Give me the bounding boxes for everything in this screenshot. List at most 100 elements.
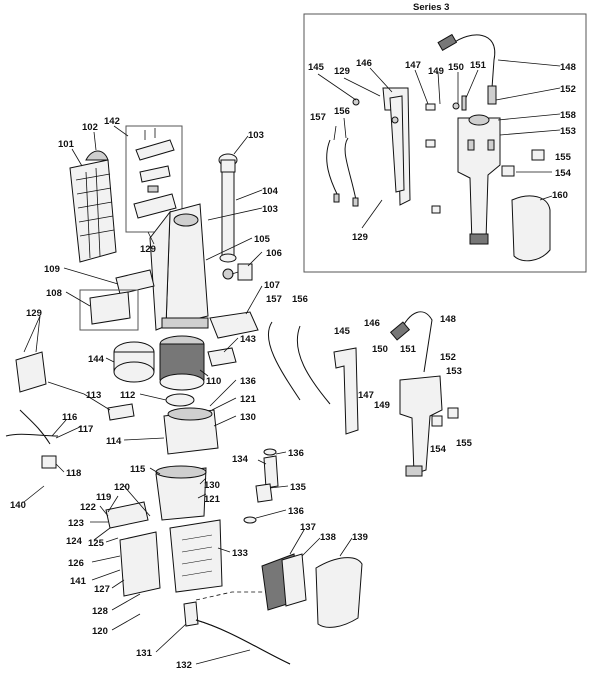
callout-102: 102 <box>82 122 98 133</box>
callout-136-mid: 136 <box>288 448 304 459</box>
part-108-filter <box>89 291 131 325</box>
part-108-box <box>79 289 139 331</box>
inset-callout-152: 152 <box>560 84 576 95</box>
inset-wire-156 <box>344 137 357 201</box>
wire-156 <box>296 325 331 405</box>
callout-139: 139 <box>352 532 368 543</box>
callout-117: 117 <box>78 424 93 435</box>
callout-135: 135 <box>290 482 307 493</box>
callout-144: 144 <box>88 354 105 365</box>
callout-146: 146 <box>364 318 380 329</box>
part-114-cup-top <box>163 407 219 455</box>
callout-157: 157 <box>266 294 282 305</box>
main-leaders <box>23 125 353 665</box>
callout-147: 147 <box>358 390 374 401</box>
inset-callout-150: 150 <box>448 62 464 73</box>
inset-callout-157: 157 <box>310 112 326 123</box>
rear-filters <box>261 553 363 628</box>
part-143-pad <box>207 347 237 367</box>
inset-callout-153: 153 <box>560 126 576 137</box>
callout-137: 137 <box>300 522 316 533</box>
callout-153: 153 <box>446 366 462 377</box>
callout-126: 126 <box>68 558 84 569</box>
callout-134: 134 <box>232 454 249 465</box>
callout-152: 152 <box>440 352 456 363</box>
callout-155: 155 <box>456 438 473 449</box>
callout-108: 108 <box>46 288 62 299</box>
inset-leaders <box>317 59 561 229</box>
filter-grille <box>69 150 117 263</box>
callout-130-top: 130 <box>240 412 256 423</box>
callout-118: 118 <box>66 468 81 479</box>
wand-tube <box>218 153 238 263</box>
callout-106: 106 <box>266 248 282 259</box>
part-142-clips <box>133 128 177 219</box>
inset-callout-160: 160 <box>552 190 568 201</box>
callout-132: 132 <box>176 660 192 671</box>
right-handle-assembly <box>333 311 459 477</box>
callout-125: 125 <box>88 538 105 549</box>
callout-141: 141 <box>70 576 87 587</box>
main-body-housing <box>149 203 209 331</box>
inset-rear-cover <box>511 195 551 262</box>
callout-114: 114 <box>106 436 122 447</box>
series3-inset-frame <box>303 13 587 273</box>
inset-handle-body <box>457 114 501 245</box>
callout-103-top: 103 <box>248 130 264 141</box>
callout-112: 112 <box>120 390 135 401</box>
inset-callout-148: 148 <box>560 62 576 73</box>
callout-150: 150 <box>372 344 388 355</box>
callout-116: 116 <box>62 412 77 423</box>
callout-101: 101 <box>58 139 75 150</box>
callout-133: 133 <box>232 548 248 559</box>
left-side-brackets <box>5 351 135 469</box>
inset-wire-157 <box>326 139 339 197</box>
wire-157 <box>267 321 301 401</box>
callout-136-top: 136 <box>240 376 256 387</box>
inset-callout-146: 146 <box>356 58 372 69</box>
callout-109: 109 <box>44 264 60 275</box>
callout-143: 143 <box>240 334 256 345</box>
callout-119: 119 <box>96 492 111 503</box>
callout-123: 123 <box>68 518 84 529</box>
part-144-ring <box>113 341 155 383</box>
inset-callout-129a: 129 <box>334 66 350 77</box>
callout-151: 151 <box>400 344 417 355</box>
callout-154: 154 <box>430 444 447 455</box>
inset-callout-129b: 129 <box>352 232 368 243</box>
callout-129-left: 129 <box>26 308 42 319</box>
part-106-switch <box>222 263 253 281</box>
motor <box>159 335 205 391</box>
inset-callout-145: 145 <box>308 62 325 73</box>
inset-power-cord <box>437 33 497 105</box>
callout-121-mid: 121 <box>204 494 221 505</box>
inset-callout-149: 149 <box>428 66 444 77</box>
callout-103-bottom: 103 <box>262 204 278 215</box>
callout-124: 124 <box>66 536 83 547</box>
inset-callout-147: 147 <box>405 60 421 71</box>
callout-110: 110 <box>206 376 221 387</box>
callout-131: 131 <box>136 648 153 659</box>
callout-136-low: 136 <box>288 506 304 517</box>
part-109-filter <box>115 269 155 295</box>
inset-handle-bracket <box>382 87 411 206</box>
callout-105: 105 <box>254 234 271 245</box>
inset-callout-158: 158 <box>560 110 576 121</box>
callout-148: 148 <box>440 314 456 325</box>
inset-callout-155: 155 <box>555 152 572 163</box>
elbow-fittings <box>243 448 279 524</box>
callout-138: 138 <box>320 532 336 543</box>
callout-115: 115 <box>130 464 146 475</box>
inset-callout-156: 156 <box>334 106 350 117</box>
callout-120-lower: 120 <box>92 626 108 637</box>
callout-107: 107 <box>264 280 280 291</box>
callout-121-top: 121 <box>240 394 257 405</box>
callout-142: 142 <box>104 116 120 127</box>
part-107-gasket <box>209 311 259 339</box>
callout-127: 127 <box>94 584 110 595</box>
part-127-bracket <box>105 501 161 597</box>
inset-callout-151: 151 <box>470 60 487 71</box>
part-115-dirt-cup <box>155 465 207 521</box>
callout-140: 140 <box>10 500 26 511</box>
